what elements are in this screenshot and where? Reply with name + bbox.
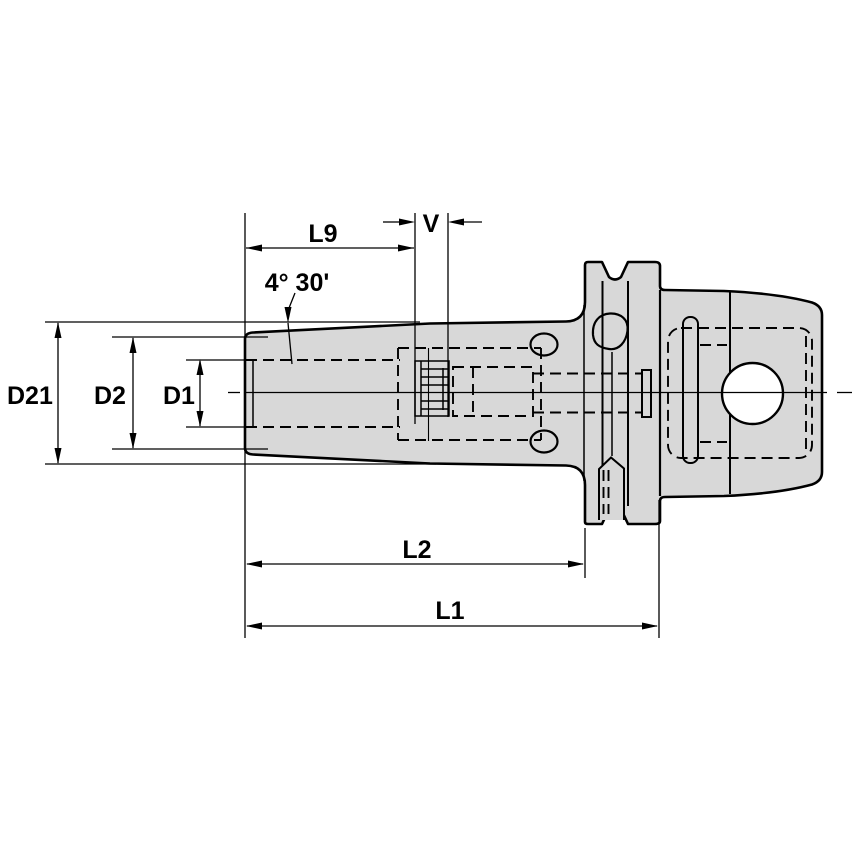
drive-slot-bottom-outline (598, 456, 625, 520)
arrowhead (398, 244, 414, 252)
arrowhead (54, 448, 62, 464)
arrowhead (246, 622, 262, 630)
dimensions: L9 V 4° 30' D21 (7, 210, 658, 630)
locking-slot-bar (682, 316, 699, 464)
arrowhead (54, 322, 62, 338)
side-lock-hole (720, 361, 785, 426)
dim-label-taper-angle: 4° 30' (265, 269, 330, 297)
dim-d2: D2 (94, 336, 268, 450)
dim-taper-angle: 4° 30' (265, 269, 330, 365)
drive-notch-top (591, 312, 629, 351)
arrowhead (129, 337, 137, 353)
dim-label-d1: D1 (163, 382, 195, 410)
gauge-lines (244, 213, 660, 638)
dim-l1: L1 (246, 597, 658, 630)
arrowhead (448, 218, 464, 226)
coolant-hole-top (529, 332, 559, 357)
dim-label-l2: L2 (402, 536, 431, 564)
arrowhead (196, 359, 204, 375)
hidden-lines (246, 327, 813, 514)
coolant-hole-bottom (529, 429, 559, 454)
dim-d1: D1 (163, 359, 246, 428)
screw-bore-hidden (452, 366, 534, 417)
dim-v: V (383, 210, 482, 238)
dim-label-l1: L1 (435, 597, 464, 625)
arrowhead (129, 433, 137, 449)
dim-label-v: V (423, 210, 440, 238)
dim-label-d2: D2 (94, 382, 126, 410)
drive-slot-bottom-fill (599, 457, 624, 520)
arrowhead (399, 218, 415, 226)
arrowhead (246, 560, 262, 568)
dim-label-d21: D21 (7, 382, 53, 410)
center-plug (641, 369, 652, 418)
arrowhead (642, 622, 658, 630)
arrowhead (196, 411, 204, 427)
dim-d21: D21 (7, 321, 436, 465)
dim-l9: L9 (246, 220, 414, 252)
arrowhead (284, 307, 292, 323)
dim-l2: L2 (246, 536, 584, 568)
arrowhead (246, 244, 262, 252)
dim-label-l9: L9 (308, 220, 337, 248)
arrowhead (568, 560, 584, 568)
